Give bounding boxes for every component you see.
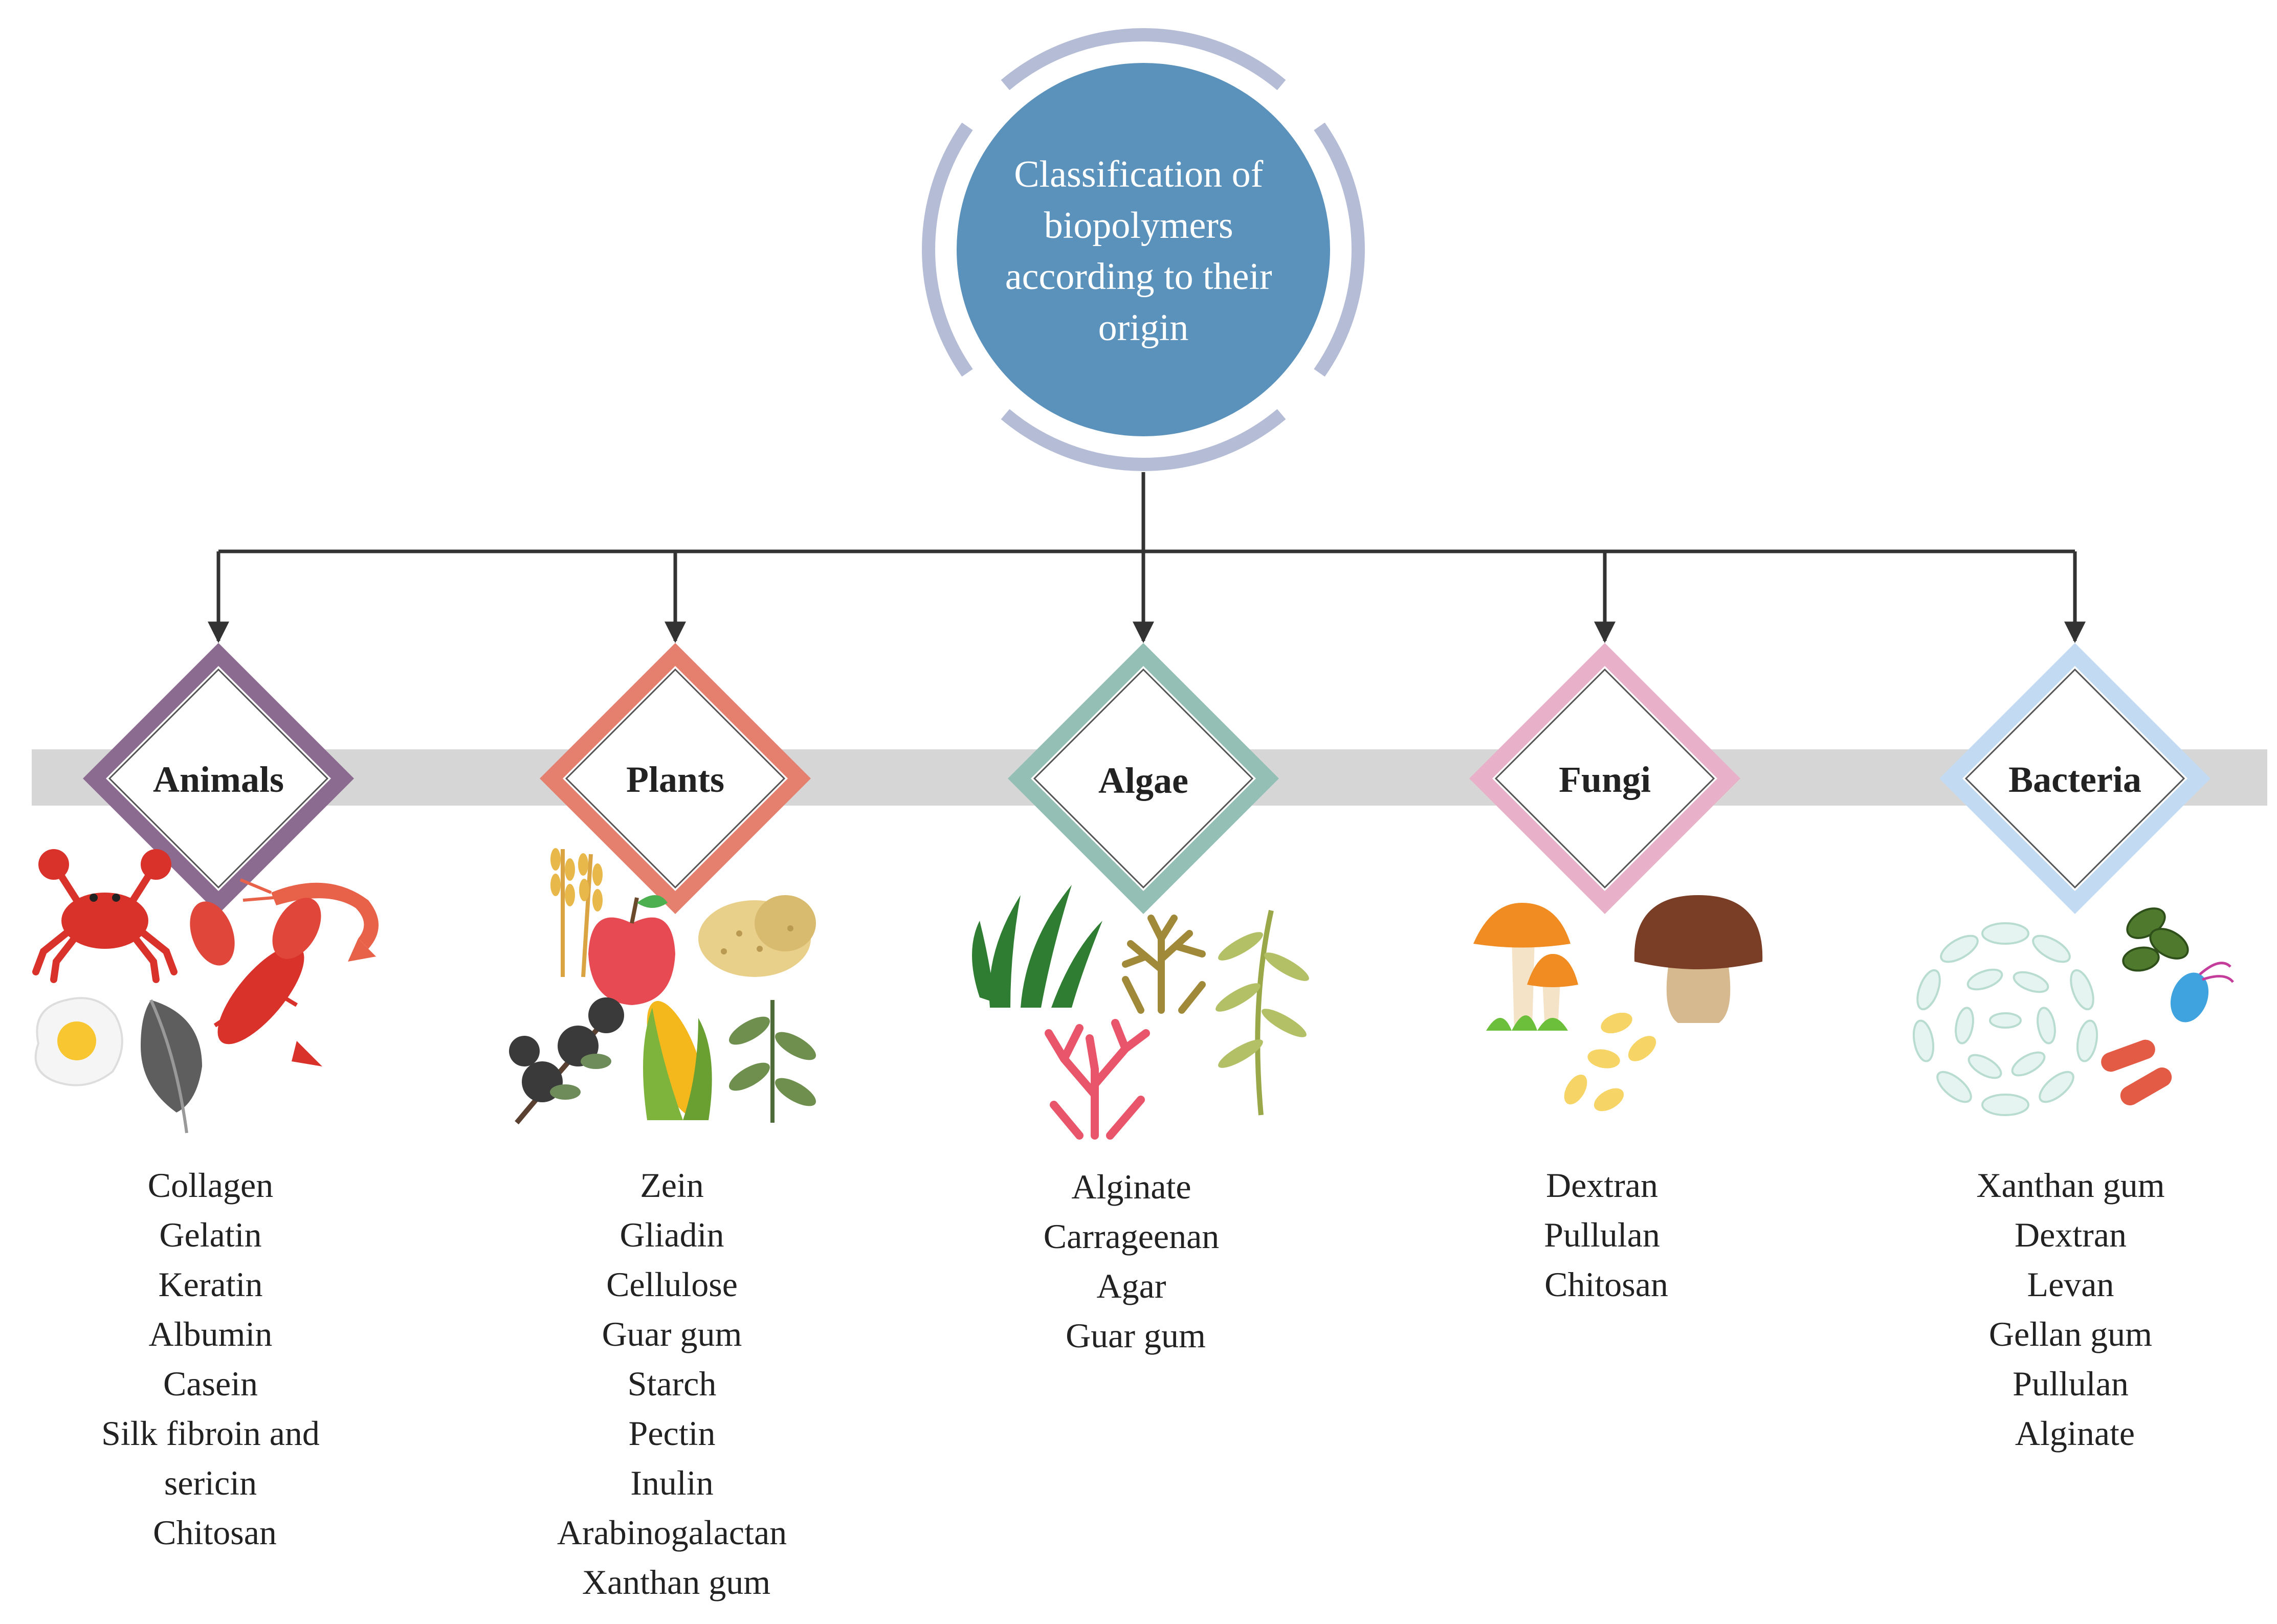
root-title-line: Classification of (1014, 153, 1263, 195)
icons-fungi (1473, 895, 1763, 1111)
category-label-fungi: Fungi (1559, 759, 1651, 800)
shrimp-icon (239, 878, 379, 962)
connectors (208, 472, 2086, 643)
item-label: Starch (628, 1364, 717, 1403)
item-label: Inulin (630, 1463, 713, 1502)
item-label: Collagen (148, 1166, 274, 1205)
apple-icon (588, 895, 675, 1005)
yeast-icon (1564, 1012, 1656, 1111)
green-bacteria-icon (2122, 907, 2189, 972)
item-label: Cellulose (606, 1265, 738, 1304)
item-label: sericin (164, 1463, 257, 1502)
corn-icon (643, 1000, 712, 1120)
cotton-icon (509, 997, 624, 1125)
orange-mushroom-icon (1473, 903, 1578, 1031)
item-label: Gliadin (620, 1215, 724, 1254)
category-bacteria: Bacteria (1912, 643, 2234, 1453)
brown-seaweed-icon (1122, 915, 1206, 1014)
red-coral-algae-icon (1045, 1019, 1150, 1140)
item-label: Dextran (1546, 1166, 1658, 1205)
category-algae: Algae (972, 643, 1309, 1355)
item-label: Agar (1097, 1266, 1166, 1305)
item-label: Alginate (1071, 1167, 1191, 1206)
item-label: Guar gum (1066, 1316, 1206, 1355)
diamond-bacteria (1939, 643, 2210, 914)
items-algae: Alginate Carrageenan Agar Guar gum (1044, 1167, 1228, 1355)
item-label: Keratin (159, 1265, 263, 1304)
kelp-icon (1215, 909, 1309, 1116)
items-fungi: Dextran Pullulan Chitosan (1544, 1166, 1669, 1304)
item-label: Xanthan gum (582, 1563, 770, 1601)
egg-icon (34, 997, 123, 1086)
item-label: Albumin (149, 1315, 273, 1353)
icons-algae (972, 885, 1309, 1140)
root-circle (957, 63, 1330, 436)
item-label: Casein (163, 1364, 258, 1403)
category-label-bacteria: Bacteria (2008, 759, 2141, 800)
ring-arc-right (1314, 122, 1365, 377)
items-animals: Collagen Gelatin Keratin Albumin Casein … (101, 1166, 328, 1552)
icons-bacteria (1912, 907, 2234, 1116)
item-label: Levan (2027, 1265, 2114, 1304)
potato-icon (698, 895, 816, 977)
item-label: Chitosan (153, 1513, 277, 1552)
blue-bacterium-icon (2170, 962, 2234, 1022)
diamond-animals (83, 643, 354, 914)
items-plants: Zein Gliadin Cellulose Guar gum Starch P… (557, 1166, 795, 1601)
item-label: Carrageenan (1044, 1217, 1220, 1256)
ring-arc-bottom (1001, 409, 1286, 471)
bacteria-colony-icon (1912, 922, 2098, 1116)
category-label-animals: Animals (153, 759, 284, 800)
root-title-line: according to their (1005, 256, 1272, 298)
item-label: Gellan gum (1989, 1315, 2152, 1353)
green-seaweed-icon (972, 885, 1102, 1008)
icons-plants (509, 848, 816, 1125)
root-title: Classification of biopolymers according … (1005, 153, 1281, 349)
item-label: Alginate (2015, 1414, 2135, 1453)
category-animals: Animals (32, 643, 379, 1552)
diamond-fungi (1469, 643, 1740, 914)
item-label: Guar gum (602, 1315, 742, 1353)
item-label: Pullulan (2013, 1364, 2129, 1403)
category-plants: Plants (509, 643, 816, 1601)
brown-mushroom-icon (1634, 895, 1763, 1023)
ring-arc-top (1001, 28, 1286, 91)
feather-icon (141, 999, 202, 1133)
item-label: Xanthan gum (1976, 1166, 2164, 1205)
lobster-icon (190, 898, 322, 1066)
root-node: Classification of biopolymers according … (922, 28, 1365, 471)
wheat-icon (550, 848, 603, 977)
crab-icon (32, 849, 178, 983)
soy-plant-icon (729, 1000, 816, 1123)
item-label: Chitosan (1544, 1265, 1668, 1304)
root-title-line: biopolymers (1044, 205, 1233, 247)
diamond-plants (540, 643, 811, 914)
category-label-plants: Plants (626, 759, 724, 800)
red-bacilli-icon (2101, 1039, 2172, 1105)
ring-arc-left (922, 122, 973, 377)
item-label: Zein (640, 1166, 704, 1205)
diamond-algae (1008, 643, 1279, 914)
category-label-algae: Algae (1098, 760, 1188, 801)
item-label: Dextran (2015, 1215, 2127, 1254)
category-fungi: Fungi Dextran Pullulan (1469, 643, 1763, 1304)
item-label: Pectin (629, 1414, 716, 1453)
root-title-line: origin (1098, 307, 1189, 349)
item-label: Pullulan (1544, 1215, 1660, 1254)
item-label: Gelatin (159, 1215, 261, 1254)
items-bacteria: Xanthan gum Dextran Levan Gellan gum Pul… (1976, 1166, 2173, 1453)
root-ring (922, 28, 1365, 471)
item-label: Silk fibroin and (101, 1414, 320, 1453)
icons-animals (32, 849, 379, 1133)
item-label: Arabinogalactan (557, 1513, 787, 1552)
